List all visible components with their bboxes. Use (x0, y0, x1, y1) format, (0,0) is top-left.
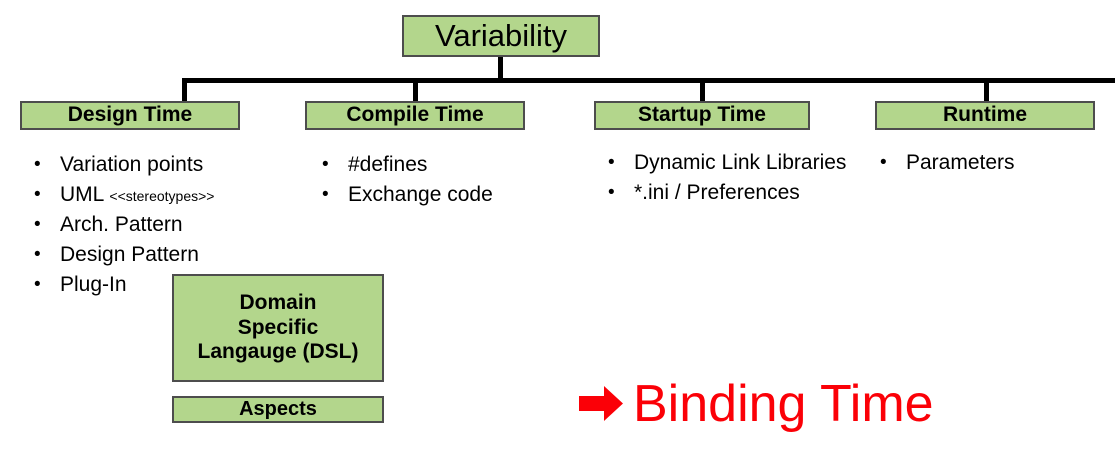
list-design-time: • Variation points • UML <<stereotypes>>… (34, 152, 286, 301)
list-item: • Parameters (880, 150, 1095, 177)
node-aspects: Aspects (172, 396, 384, 423)
connector-drop-startup-time (700, 78, 705, 102)
list-item: • Exchange code (322, 182, 552, 209)
list-startup-time: • Dynamic Link Libraries • *.ini / Prefe… (608, 150, 856, 210)
bullet-glyph-icon: • (322, 183, 329, 205)
list-runtime: • Parameters (880, 150, 1095, 180)
bullet-glyph-icon: • (34, 243, 41, 265)
connector-drop-design-time (182, 78, 187, 102)
list-item-label: UML <<stereotypes>> (60, 182, 286, 209)
node-design-time: Design Time (20, 101, 240, 130)
bullet-glyph-icon: • (34, 154, 41, 175)
list-item-label: Exchange code (348, 182, 493, 206)
node-runtime: Runtime (875, 101, 1095, 130)
list-item-label: Plug-In (60, 272, 127, 296)
bullet-glyph-icon: • (34, 213, 41, 235)
list-item-label: Dynamic Link Libraries (634, 151, 847, 174)
list-item-label: #defines (348, 153, 428, 176)
list-item-label: *.ini / Preferences (634, 180, 800, 204)
node-domain-specific-language: Domain Specific Langauge (DSL) (172, 274, 384, 382)
bullet-glyph-icon: • (322, 154, 329, 175)
dsl-line-3: Langauge (DSL) (197, 340, 359, 364)
list-item-label: Variation points (60, 153, 204, 176)
dsl-line-2: Specific (237, 315, 319, 339)
list-item: • Variation points (34, 152, 286, 179)
list-item: • #defines (322, 152, 552, 179)
right-arrow-icon (577, 382, 625, 426)
binding-time-label: Binding Time (633, 375, 934, 433)
list-item-text: UML (60, 182, 110, 206)
list-item-label: Arch. Pattern (60, 212, 183, 236)
connector-drop-compile-time (413, 78, 418, 102)
list-item: • Plug-In (34, 272, 286, 299)
node-startup-time: Startup Time (594, 101, 810, 130)
bullet-glyph-icon: • (608, 181, 615, 203)
list-item: • Arch. Pattern (34, 212, 286, 239)
node-variability: Variability (402, 15, 600, 57)
node-compile-time: Compile Time (305, 101, 525, 130)
bullet-glyph-icon: • (608, 152, 615, 173)
connector-horizontal-bus (182, 78, 1115, 83)
connector-drop-runtime (984, 78, 989, 102)
bullet-glyph-icon: • (880, 152, 887, 173)
list-item: • Dynamic Link Libraries (608, 150, 856, 177)
list-item: • *.ini / Preferences (608, 180, 856, 207)
list-compile-time: • #defines • Exchange code (322, 152, 552, 212)
list-item: • Design Pattern (34, 242, 286, 269)
binding-time-callout: Binding Time (577, 378, 934, 430)
list-item-label: Design Pattern (60, 242, 199, 266)
list-item: • UML <<stereotypes>> (34, 182, 286, 209)
connector-root-stem (498, 56, 503, 81)
dsl-line-1: Domain (239, 290, 317, 314)
list-item-label: Parameters (906, 151, 1015, 174)
bullet-glyph-icon: • (34, 273, 41, 295)
list-item-suffix: <<stereotypes>> (109, 187, 215, 204)
bullet-glyph-icon: • (34, 183, 41, 205)
